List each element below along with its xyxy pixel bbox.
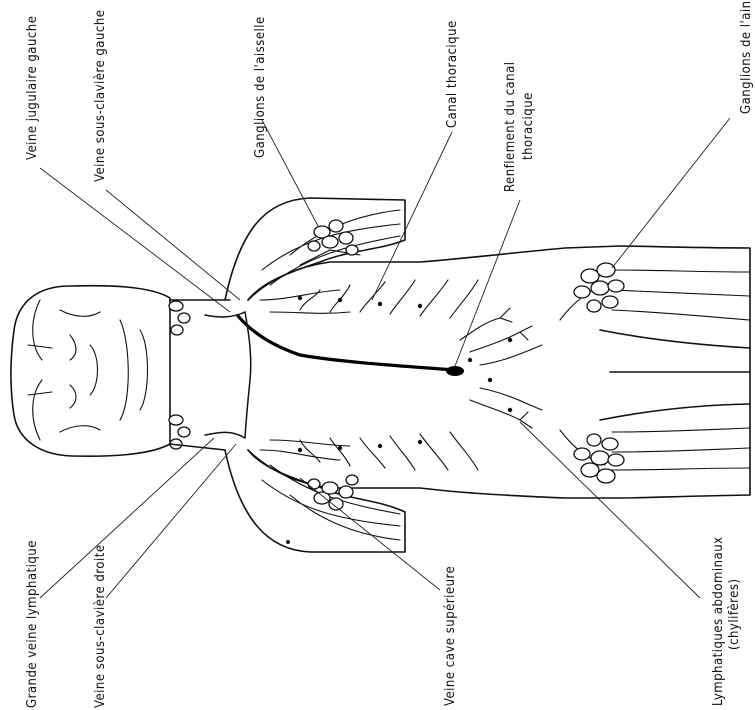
label-lymphatiques-line2: (chylifères) — [727, 578, 742, 650]
label-veine-sous-claviere-gauche: Veine sous-clavière gauche — [93, 10, 108, 182]
thoracic-duct — [238, 316, 455, 370]
label-grande-veine-lymphatique: Grande veine lymphatique — [25, 540, 40, 708]
label-veine-sous-claviere-droite: Veine sous-clavière droite — [93, 544, 108, 708]
label-ganglions-aine: Ganglions de l'aine — [739, 0, 754, 114]
face-contours — [28, 300, 148, 440]
subclavian-veins — [205, 312, 251, 438]
leader-lines — [40, 118, 730, 598]
label-lymphatiques-line1: Lymphatiques abdominaux — [711, 536, 726, 706]
inguinal-nodes-bottom — [574, 434, 624, 483]
label-canal-thoracique: Canal thoracique — [445, 20, 460, 128]
label-renflement-line2: thoracique — [521, 92, 536, 160]
label-renflement-line1: Renflement du canal — [503, 62, 518, 193]
head-outline — [11, 286, 170, 457]
neck-nodes — [169, 301, 190, 449]
labels: Veine jugulaire gauche Veine sous-claviè… — [25, 0, 754, 708]
cisterna-chyli — [446, 366, 464, 376]
neck-outline — [170, 300, 230, 450]
label-veine-cave-superieure: Veine cave supérieure — [443, 566, 458, 706]
leg-outlines — [600, 330, 750, 420]
body-figure — [11, 198, 750, 552]
vessel-dots — [286, 296, 512, 544]
label-veine-jugulaire-gauche: Veine jugulaire gauche — [25, 16, 40, 160]
label-ganglions-aisselle: Ganglions de l'aisselle — [253, 16, 268, 158]
